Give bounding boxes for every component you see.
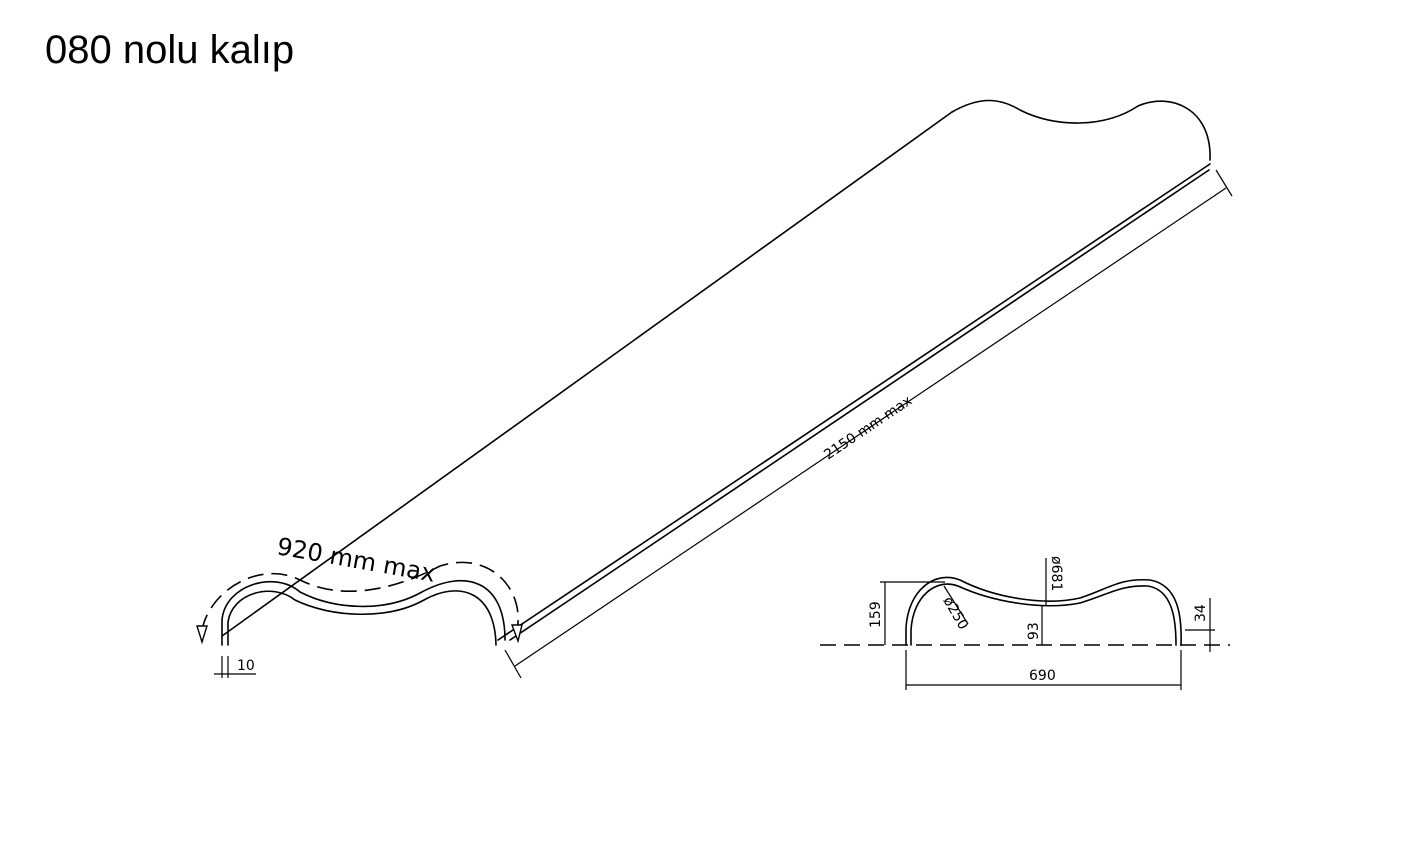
width-arc-line (201, 561, 519, 631)
arrow-left (196, 625, 208, 645)
thickness-label: 10 (237, 658, 255, 674)
page-title: 080 nolu kalıp (45, 28, 295, 72)
tile-near-profile-outer (221, 579, 506, 646)
isometric-tile (221, 99, 1211, 646)
height-label: 159 (868, 601, 884, 628)
tile-bottom-edge (497, 163, 1211, 641)
cross-section: 159 ø250 93 ø681 34 690 (820, 556, 1230, 690)
small-radius-label: ø250 (940, 594, 972, 633)
trough-label: 93 (1026, 622, 1042, 640)
profile-outer (905, 576, 1182, 646)
length-label: 2150 mm max (821, 393, 915, 463)
length-dim-line (514, 187, 1227, 667)
arrow-right (510, 624, 523, 644)
tile-near-profile-inner (227, 590, 497, 646)
large-radius-label: ø681 (1048, 556, 1064, 591)
tile-inner-edge (509, 169, 1210, 641)
width-label: 690 (1029, 668, 1056, 684)
small-radius-leader (943, 585, 969, 625)
length-ext-bottom (504, 649, 522, 679)
profile-inner (910, 583, 1177, 646)
side-height-label: 34 (1193, 604, 1209, 622)
tile-top-edge (221, 111, 953, 637)
thickness-dimension: 10 (214, 656, 256, 678)
tile-far-profile (951, 99, 1211, 161)
length-ext-top (1215, 169, 1233, 197)
